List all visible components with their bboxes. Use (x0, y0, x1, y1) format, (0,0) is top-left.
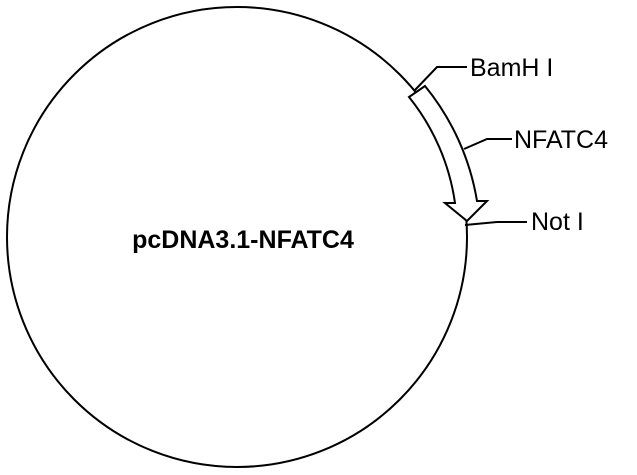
bamh1-leader-line (414, 66, 467, 91)
nfatc4-label: NFATC4 (514, 126, 608, 154)
bamh1-label: BamH I (470, 54, 553, 82)
plasmid-circle (6, 6, 468, 468)
not1-label: Not I (531, 208, 584, 236)
insert-arrow (407, 84, 490, 223)
not1-leader-line (464, 221, 527, 226)
plasmid-name: pcDNA3.1-NFATC4 (132, 226, 354, 254)
nfatc4-leader-line (463, 138, 512, 150)
